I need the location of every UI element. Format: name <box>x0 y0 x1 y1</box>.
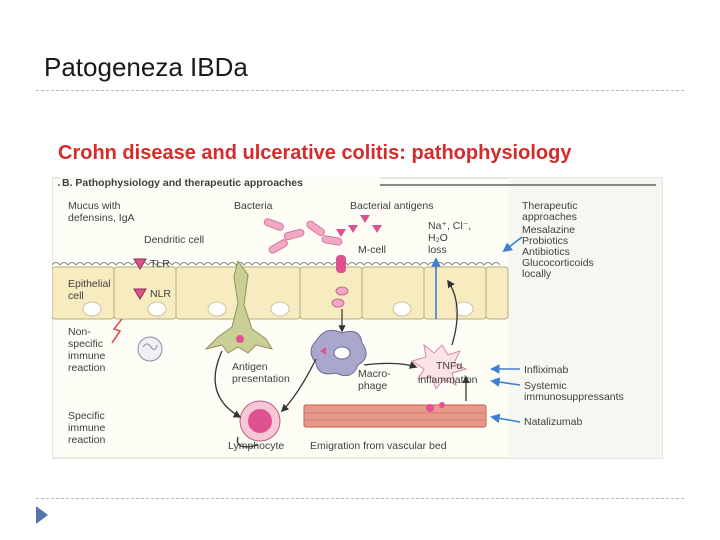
therapy-arrows <box>490 236 523 424</box>
label-m-cell: M-cell <box>358 244 386 256</box>
slide-title: Patogeneza IBDa <box>44 52 248 82</box>
bullet-arrow-icon <box>36 506 48 524</box>
pathway-arrows <box>214 279 470 448</box>
label-macrophage-2: phage <box>358 380 387 392</box>
label-emigration: Emigration from vascular bed <box>310 440 447 452</box>
therapy-probiotics: Probiotics <box>522 235 568 247</box>
epithelial-cells <box>52 266 509 320</box>
title-divider <box>36 90 684 91</box>
label-na-cl: Na⁺, Cl⁻, <box>428 220 471 232</box>
label-macrophage-1: Macro- <box>358 368 391 380</box>
therapy-column <box>508 178 662 458</box>
label-nonspecific-3: immune <box>68 350 106 362</box>
therapy-locally: locally <box>522 268 552 280</box>
panel-heading: B. Pathophysiology and therapeutic appro… <box>62 177 303 189</box>
signal-bolt <box>111 318 123 344</box>
label-specific-3: reaction <box>68 434 106 446</box>
therapy-glucocorticoids: Glucocorticoids <box>522 257 594 269</box>
label-dendritic-cell: Dendritic cell <box>144 234 204 246</box>
footer-divider <box>36 498 684 499</box>
bacterial-antigens <box>336 215 382 237</box>
microvilli <box>52 262 501 266</box>
label-bacterial-antigens: Bacterial antigens <box>350 200 433 212</box>
label-mucus-2: defensins, IgA <box>68 212 135 224</box>
blood-vessel <box>303 402 487 428</box>
label-h2o: H₂O <box>428 232 448 244</box>
therapy-mesalazine: Mesalazine <box>522 224 575 236</box>
label-tnf: TNFα <box>436 360 462 372</box>
figure-title: Crohn disease and ulcerative colitis: pa… <box>58 142 572 164</box>
label-bacteria: Bacteria <box>234 200 273 212</box>
dendritic-antigen <box>236 335 244 343</box>
tlr-receptor <box>133 258 147 270</box>
label-inflammation: inflammation <box>418 374 478 386</box>
therapy-systemic-2: immunosuppressants <box>524 391 624 403</box>
label-loss: loss <box>428 244 447 256</box>
label-presentation: presentation <box>232 373 290 385</box>
tnf-burst <box>410 343 468 391</box>
nonspecific-cell <box>137 336 163 362</box>
nlr-receptor <box>133 288 147 300</box>
therapy-heading-2: approaches <box>522 211 577 223</box>
label-specific-1: Specific <box>68 410 105 422</box>
therapy-natalizumab: Natalizumab <box>524 416 583 428</box>
therapy-infliximab: Infliximab <box>524 364 569 376</box>
figure-svg: Crohn disease and ulcerative colitis: pa… <box>52 142 663 459</box>
label-antigen: Antigen <box>232 361 268 373</box>
label-lymphocyte: Lymphocyte <box>228 440 284 452</box>
therapy-antibiotics: Antibiotics <box>522 246 570 258</box>
label-epithelial: Epithelial <box>68 278 111 290</box>
label-epithelial-2: cell <box>68 290 84 302</box>
label-nonspecific-1: Non- <box>68 326 91 338</box>
label-nonspecific-4: reaction <box>68 362 106 374</box>
label-nonspecific-2: specific <box>68 338 103 350</box>
bacteria <box>263 218 343 254</box>
dendritic-cell <box>204 259 274 354</box>
pathophysiology-figure: Crohn disease and ulcerative colitis: pa… <box>52 133 664 460</box>
label-nlr: NLR <box>150 288 171 300</box>
m-cell-antigen <box>336 255 346 273</box>
label-mucus: Mucus with <box>68 200 121 212</box>
therapy-heading-1: Therapeutic <box>522 200 577 212</box>
label-specific-2: immune <box>68 422 106 434</box>
label-tlr: TLR <box>150 258 170 270</box>
therapy-systemic-1: Systemic <box>524 380 567 392</box>
